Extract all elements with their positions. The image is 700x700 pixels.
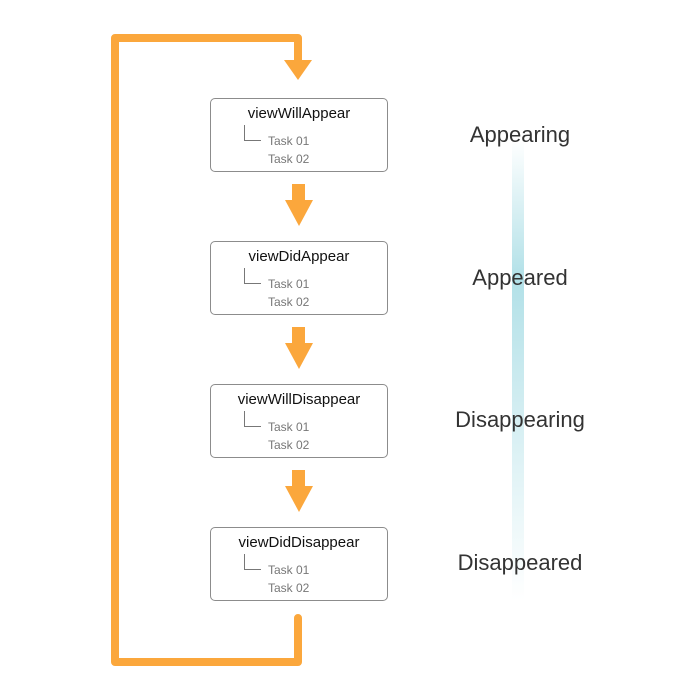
state-label-appearing: Appearing [469,122,571,147]
stage-title: viewWillDisappear [237,391,361,408]
stage-box-view-will-disappear: viewWillDisappear Task 01 Task 02 [210,384,388,458]
task-label: Task 02 [268,438,310,452]
branch-icon [244,125,261,141]
state-label-disappearing: Disappearing [455,407,585,432]
task-label: Task 02 [268,295,310,309]
stage-box-view-did-disappear: viewDidDisappear Task 01 Task 02 [210,527,388,601]
flow-arrow [285,327,313,369]
stage-title: viewDidAppear [248,248,350,265]
task-label: Task 01 [268,563,310,577]
task-label: Task 01 [268,277,310,291]
task-label: Task 01 [268,420,310,434]
loop-arrow-line [111,34,302,666]
stage-title: viewWillAppear [247,105,351,122]
stage-box-view-did-appear: viewDidAppear Task 01 Task 02 [210,241,388,315]
loop-arrow-head [284,60,312,80]
task-label: Task 02 [268,581,310,595]
flow-arrow [285,184,313,226]
stage-title: viewDidDisappear [238,534,360,551]
flow-arrow [285,470,313,512]
branch-icon [244,268,261,284]
lifecycle-gradient-bar [512,140,524,600]
state-label-disappeared: Disappeared [457,550,583,575]
task-label: Task 02 [268,152,310,166]
task-label: Task 01 [268,134,310,148]
stage-box-view-will-appear: viewWillAppear Task 01 Task 02 [210,98,388,172]
state-label-appeared: Appeared [472,265,568,290]
branch-icon [244,554,261,570]
branch-icon [244,411,261,427]
